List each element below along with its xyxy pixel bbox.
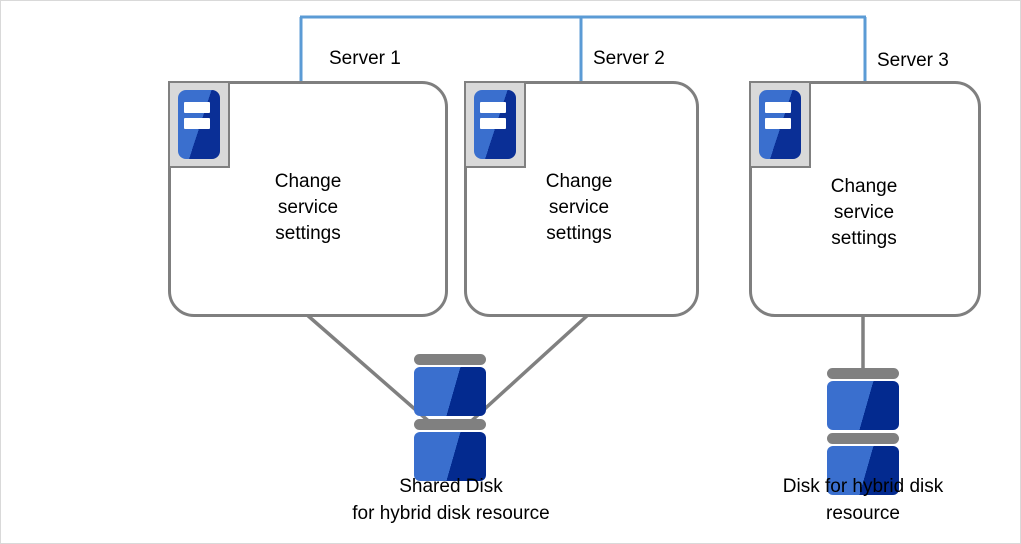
server-icon-2-bar-bottom	[479, 117, 506, 129]
connector-server2-shared-disk	[465, 312, 591, 427]
server-box-2-text: Change service settings	[545, 171, 613, 244]
server-icon-3	[749, 81, 811, 168]
server-icon-3-bar-top	[764, 102, 791, 114]
server-icon-2-unit	[474, 90, 516, 159]
local-disk-cap-top	[827, 368, 899, 379]
server-icon-1	[168, 81, 230, 168]
server-label-2: Server 2	[593, 48, 665, 69]
shared-disk-caption: Shared Disk for hybrid disk resource	[352, 476, 550, 524]
shared-disk-platter-bottom	[414, 432, 486, 481]
server-icon-1-unit	[178, 90, 220, 159]
server-icon-1-bar-bottom	[183, 117, 210, 129]
local-disk-caption: Disk for hybrid disk resource	[782, 476, 944, 524]
server-icon-1-bar-top	[183, 102, 210, 114]
server-icon-3-unit	[759, 90, 801, 159]
local-disk-cap-middle	[827, 433, 899, 444]
shared-disk-cap-middle	[414, 419, 486, 430]
server-box-1[interactable]	[168, 81, 448, 317]
server-label-1: Server 1	[329, 48, 401, 69]
shared-disk-icon[interactable]	[414, 354, 486, 484]
server-icon-3-bar-bottom	[764, 117, 791, 129]
local-disk-icon[interactable]	[827, 368, 899, 498]
server-box-3-text: Change service settings	[830, 176, 898, 249]
network-bus	[299, 15, 867, 85]
local-disk-platter-top	[827, 381, 899, 430]
storage-connectors	[304, 312, 865, 427]
connector-server1-shared-disk	[304, 312, 435, 427]
server-box-1-text: Change service settings	[274, 171, 342, 244]
shared-disk-platter-top	[414, 367, 486, 416]
server-icon-2-bar-top	[479, 102, 506, 114]
server-label-3: Server 3	[877, 50, 949, 71]
local-disk-platter-bottom	[827, 446, 899, 495]
server-icon-2	[464, 81, 526, 168]
shared-disk-cap-top	[414, 354, 486, 365]
